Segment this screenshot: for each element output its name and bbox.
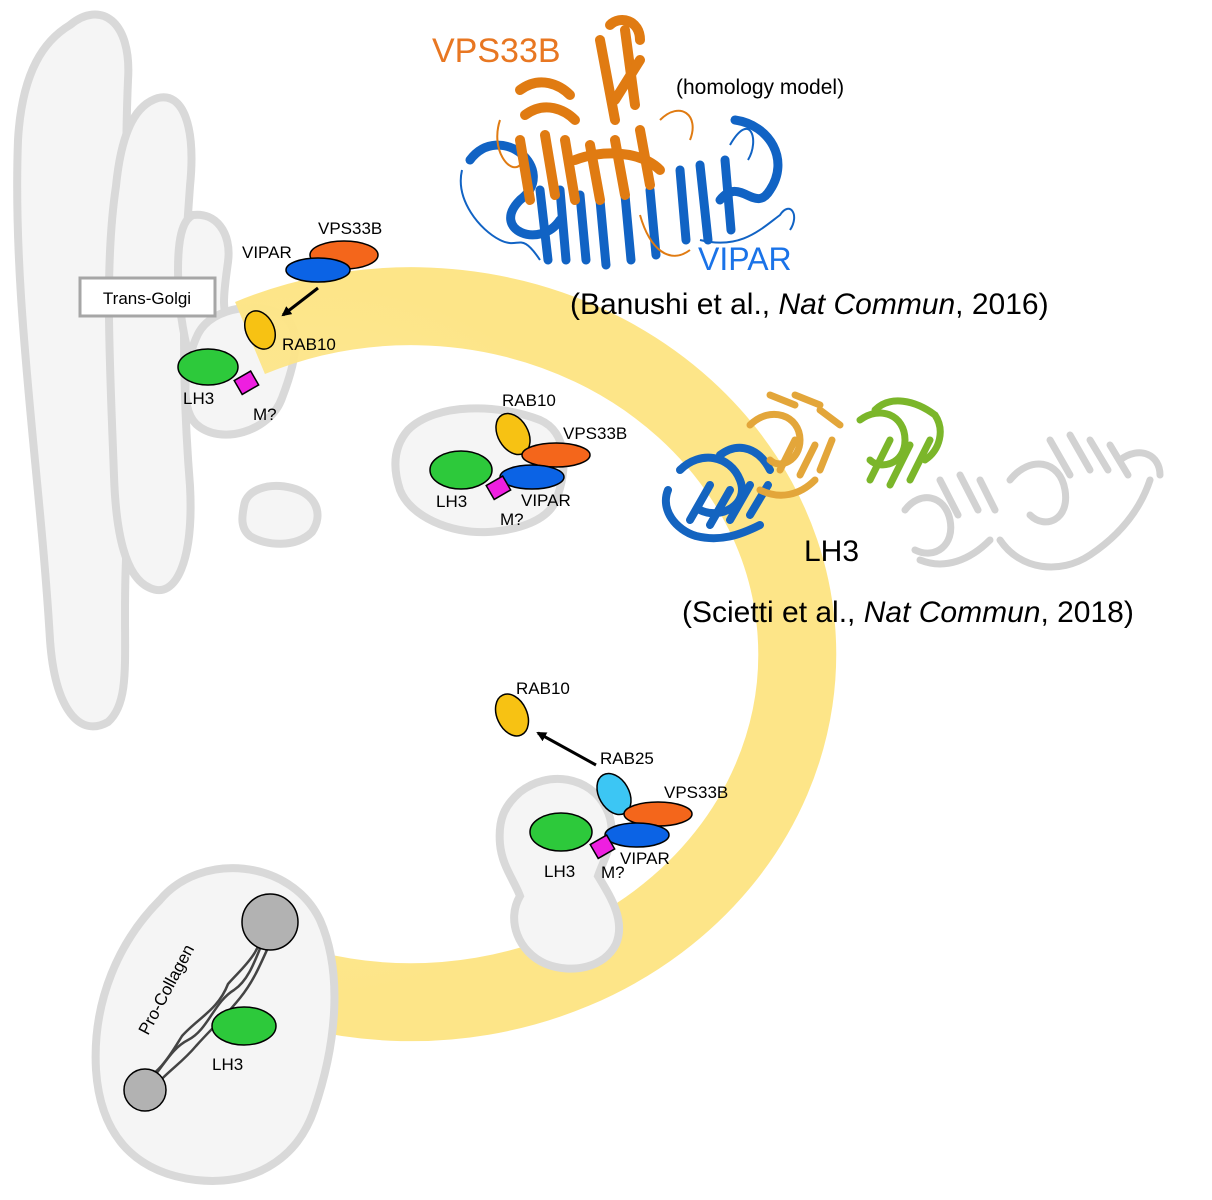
- vps33b-loops: [496, 109, 694, 257]
- rab10-released-shape: [494, 693, 530, 737]
- lh3-shape: [529, 812, 593, 852]
- golgi-vesicle-small: [238, 482, 322, 548]
- trans-golgi-label: Trans-Golgi: [103, 289, 191, 308]
- vps33b-shape: [521, 442, 591, 468]
- lh3-label: LH3: [544, 862, 575, 881]
- transport-pathway: [235, 267, 837, 1042]
- lh3-shape: [177, 348, 239, 386]
- rab10-label: RAB10: [502, 391, 556, 410]
- m-protein-label: M?: [500, 510, 524, 529]
- citation-scietti: (Scietti et al., Nat Commun, 2018): [682, 596, 1134, 629]
- collagen-n-propeptide: [123, 1068, 167, 1112]
- release-arrow: [536, 731, 597, 767]
- recruit-arrow: [281, 286, 319, 317]
- vipar-structure-title: VIPAR: [698, 241, 792, 277]
- m-protein-shape: [485, 475, 512, 501]
- vipar-label: VIPAR: [620, 849, 670, 868]
- lh3-label: LH3: [183, 389, 214, 408]
- lh3-structure-title: LH3: [804, 535, 859, 568]
- lh3-domain-gold: [746, 391, 844, 499]
- rab25-label: RAB25: [600, 749, 654, 768]
- trans-golgi-label-box: [78, 276, 217, 318]
- m-protein-label: M?: [253, 405, 277, 424]
- vipar-ribbon: [465, 115, 783, 270]
- model-note: (homology model): [676, 76, 844, 99]
- m-protein-shape: [233, 370, 260, 396]
- vps33b-ribbon: [515, 15, 665, 205]
- vipar-shape: [499, 464, 565, 490]
- vps33b-structure-title: VPS33B: [432, 32, 561, 70]
- citation-banushi: (Banushi et al., Nat Commun, 2016): [570, 288, 1049, 321]
- golgi-cisterna-2: [104, 93, 196, 594]
- vipar-label: VIPAR: [242, 243, 292, 262]
- vipar-label: VIPAR: [521, 491, 571, 510]
- lh3-shape: [211, 1006, 277, 1046]
- vps33b-label: VPS33B: [664, 783, 728, 802]
- vps33b-vipar-structure: VPS33B (homology model) VIPAR (Banushi e…: [432, 15, 1049, 321]
- lh3-shape: [429, 450, 493, 490]
- collagen-c-propeptide: [241, 893, 299, 951]
- lh3-domain-green: [856, 397, 944, 489]
- complex-top: VIPAR VPS33B RAB10 LH3 M?: [177, 219, 382, 424]
- lh3-domain-white: [901, 431, 1164, 571]
- lh3-label: LH3: [212, 1055, 243, 1074]
- rab10-label: RAB10: [516, 679, 570, 698]
- complex-low: RAB10 RAB25 VPS33B LH3 VIPAR M?: [494, 679, 728, 882]
- lh3-domain-blue: [662, 443, 774, 543]
- vps33b-label: VPS33B: [563, 424, 627, 443]
- rab10-label: RAB10: [282, 335, 336, 354]
- m-protein-label: M?: [601, 863, 625, 882]
- vps33b-label: VPS33B: [318, 219, 382, 238]
- vipar-shape: [285, 257, 351, 283]
- rab10-shape: [244, 310, 276, 350]
- m-protein-shape: [589, 834, 616, 860]
- vipar-shape: [604, 822, 670, 848]
- lh3-label: LH3: [436, 492, 467, 511]
- complex-mid: RAB10 VPS33B LH3 VIPAR M?: [429, 391, 627, 529]
- vipar-loops: [459, 128, 796, 261]
- lh3-structure: LH3 (Scietti et al., Nat Commun, 2018): [662, 391, 1164, 629]
